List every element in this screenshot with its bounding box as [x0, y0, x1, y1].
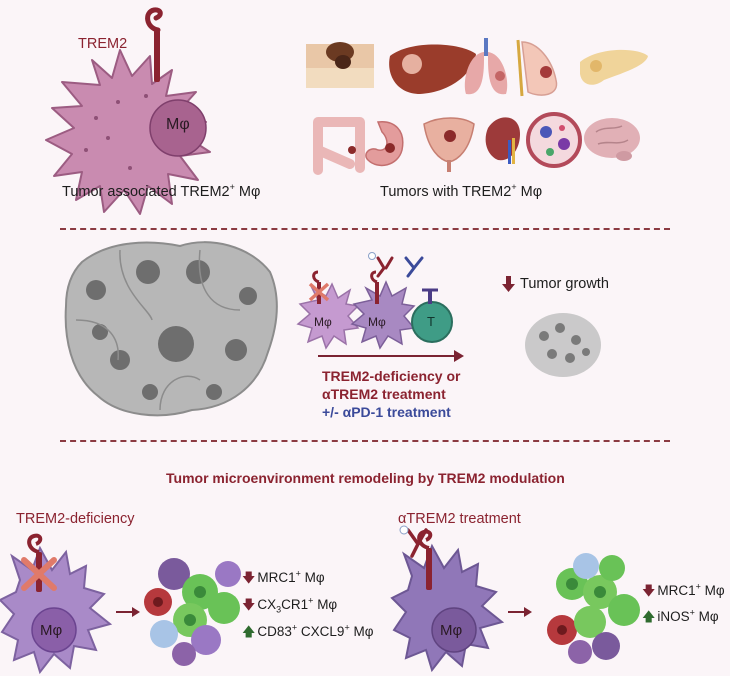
- macrophage-label: Mφ: [166, 116, 190, 133]
- down-arrow-icon: 🡇: [242, 597, 256, 612]
- nucleus: [149, 99, 207, 157]
- treatment-line-2: αTREM2 treatment: [322, 386, 446, 402]
- x-mark-icon: [21, 557, 57, 591]
- down-arrow-icon: 🡇: [242, 570, 256, 585]
- macrophage-label-b: Mφ: [368, 315, 386, 329]
- small-tumor-illustration: [525, 313, 601, 377]
- tumor-associated-macrophage-illustration: [45, 7, 211, 215]
- trem2-deficient-macrophage-small: [296, 270, 360, 350]
- up-arrow-icon: 🡅: [242, 624, 256, 639]
- liver-icon: [389, 44, 476, 94]
- skin-icon: [306, 42, 374, 88]
- stomach-icon: [365, 121, 404, 167]
- anti-trem2-antibody-icon-large: [406, 528, 428, 558]
- immune-cell-cluster-left: [144, 558, 241, 666]
- arrow-right-icon-2: [508, 607, 532, 617]
- tumors-caption: Tumors with TREM2+ Mφ: [380, 182, 543, 200]
- left-item-mrc1: 🡇MRC1+ Mφ: [242, 568, 325, 585]
- immune-cell-cluster-right: [547, 553, 640, 664]
- down-arrow-icon: [502, 276, 515, 292]
- trem2-label: TREM2: [78, 36, 128, 52]
- up-arrow-icon: 🡅: [642, 609, 656, 624]
- organ-icons: [306, 38, 648, 175]
- macrophage-label-left: Mφ: [40, 622, 63, 639]
- section-title: Tumor microenvironment remodeling by TRE…: [166, 470, 565, 486]
- pancreas-icon: [580, 49, 648, 85]
- anti-trem2-treatment-title: αTREM2 treatment: [398, 511, 521, 527]
- tumor-mass-illustration: [64, 241, 278, 417]
- macrophage-label-a: Mφ: [314, 315, 332, 329]
- left-item-cd83: 🡅CD83+ CXCL9+ Mφ: [242, 622, 374, 639]
- treatment-line-3: +/- αPD-1 treatment: [322, 404, 451, 420]
- lung-icon: [464, 38, 508, 95]
- divider-top: [60, 228, 670, 230]
- anti-pd1-antibody-icon: [404, 256, 424, 278]
- trem2-deficiency-title: TREM2-deficiency: [16, 511, 135, 527]
- brain-icon: [584, 118, 640, 161]
- bladder-icon: [423, 117, 475, 172]
- right-item-inos: 🡅iNOS+ Mφ: [642, 607, 719, 624]
- macrophage-label-right: Mφ: [440, 622, 463, 639]
- right-item-mrc1: 🡇MRC1+ Mφ: [642, 581, 725, 598]
- treated-macrophage-large: [390, 525, 505, 673]
- down-arrow-icon: 🡇: [642, 583, 656, 598]
- tumor-growth-label: Tumor growth: [520, 276, 609, 292]
- anti-trem2-antibody-icon: [376, 256, 394, 278]
- kidney-icon: [485, 117, 520, 164]
- trem2-deficient-macrophage-large: [0, 533, 113, 675]
- divider-bottom: [60, 440, 670, 442]
- arrow-right-icon: [116, 607, 140, 617]
- breast-icon: [516, 39, 558, 97]
- tumor-associated-caption: Tumor associated TREM2+ Mφ: [62, 182, 261, 200]
- trem2-receptor-icon: [154, 30, 160, 82]
- treated-macrophage-small: [350, 252, 416, 350]
- t-cell-label: T: [427, 314, 435, 329]
- treatment-line-1: TREM2-deficiency or: [322, 368, 461, 384]
- treatment-arrow: [318, 350, 464, 362]
- t-cell: [404, 256, 453, 343]
- left-item-cx3cr1: 🡇CX3CR1+ Mφ: [242, 595, 338, 615]
- colon-icon: [313, 117, 365, 175]
- blood-icon: [526, 112, 582, 168]
